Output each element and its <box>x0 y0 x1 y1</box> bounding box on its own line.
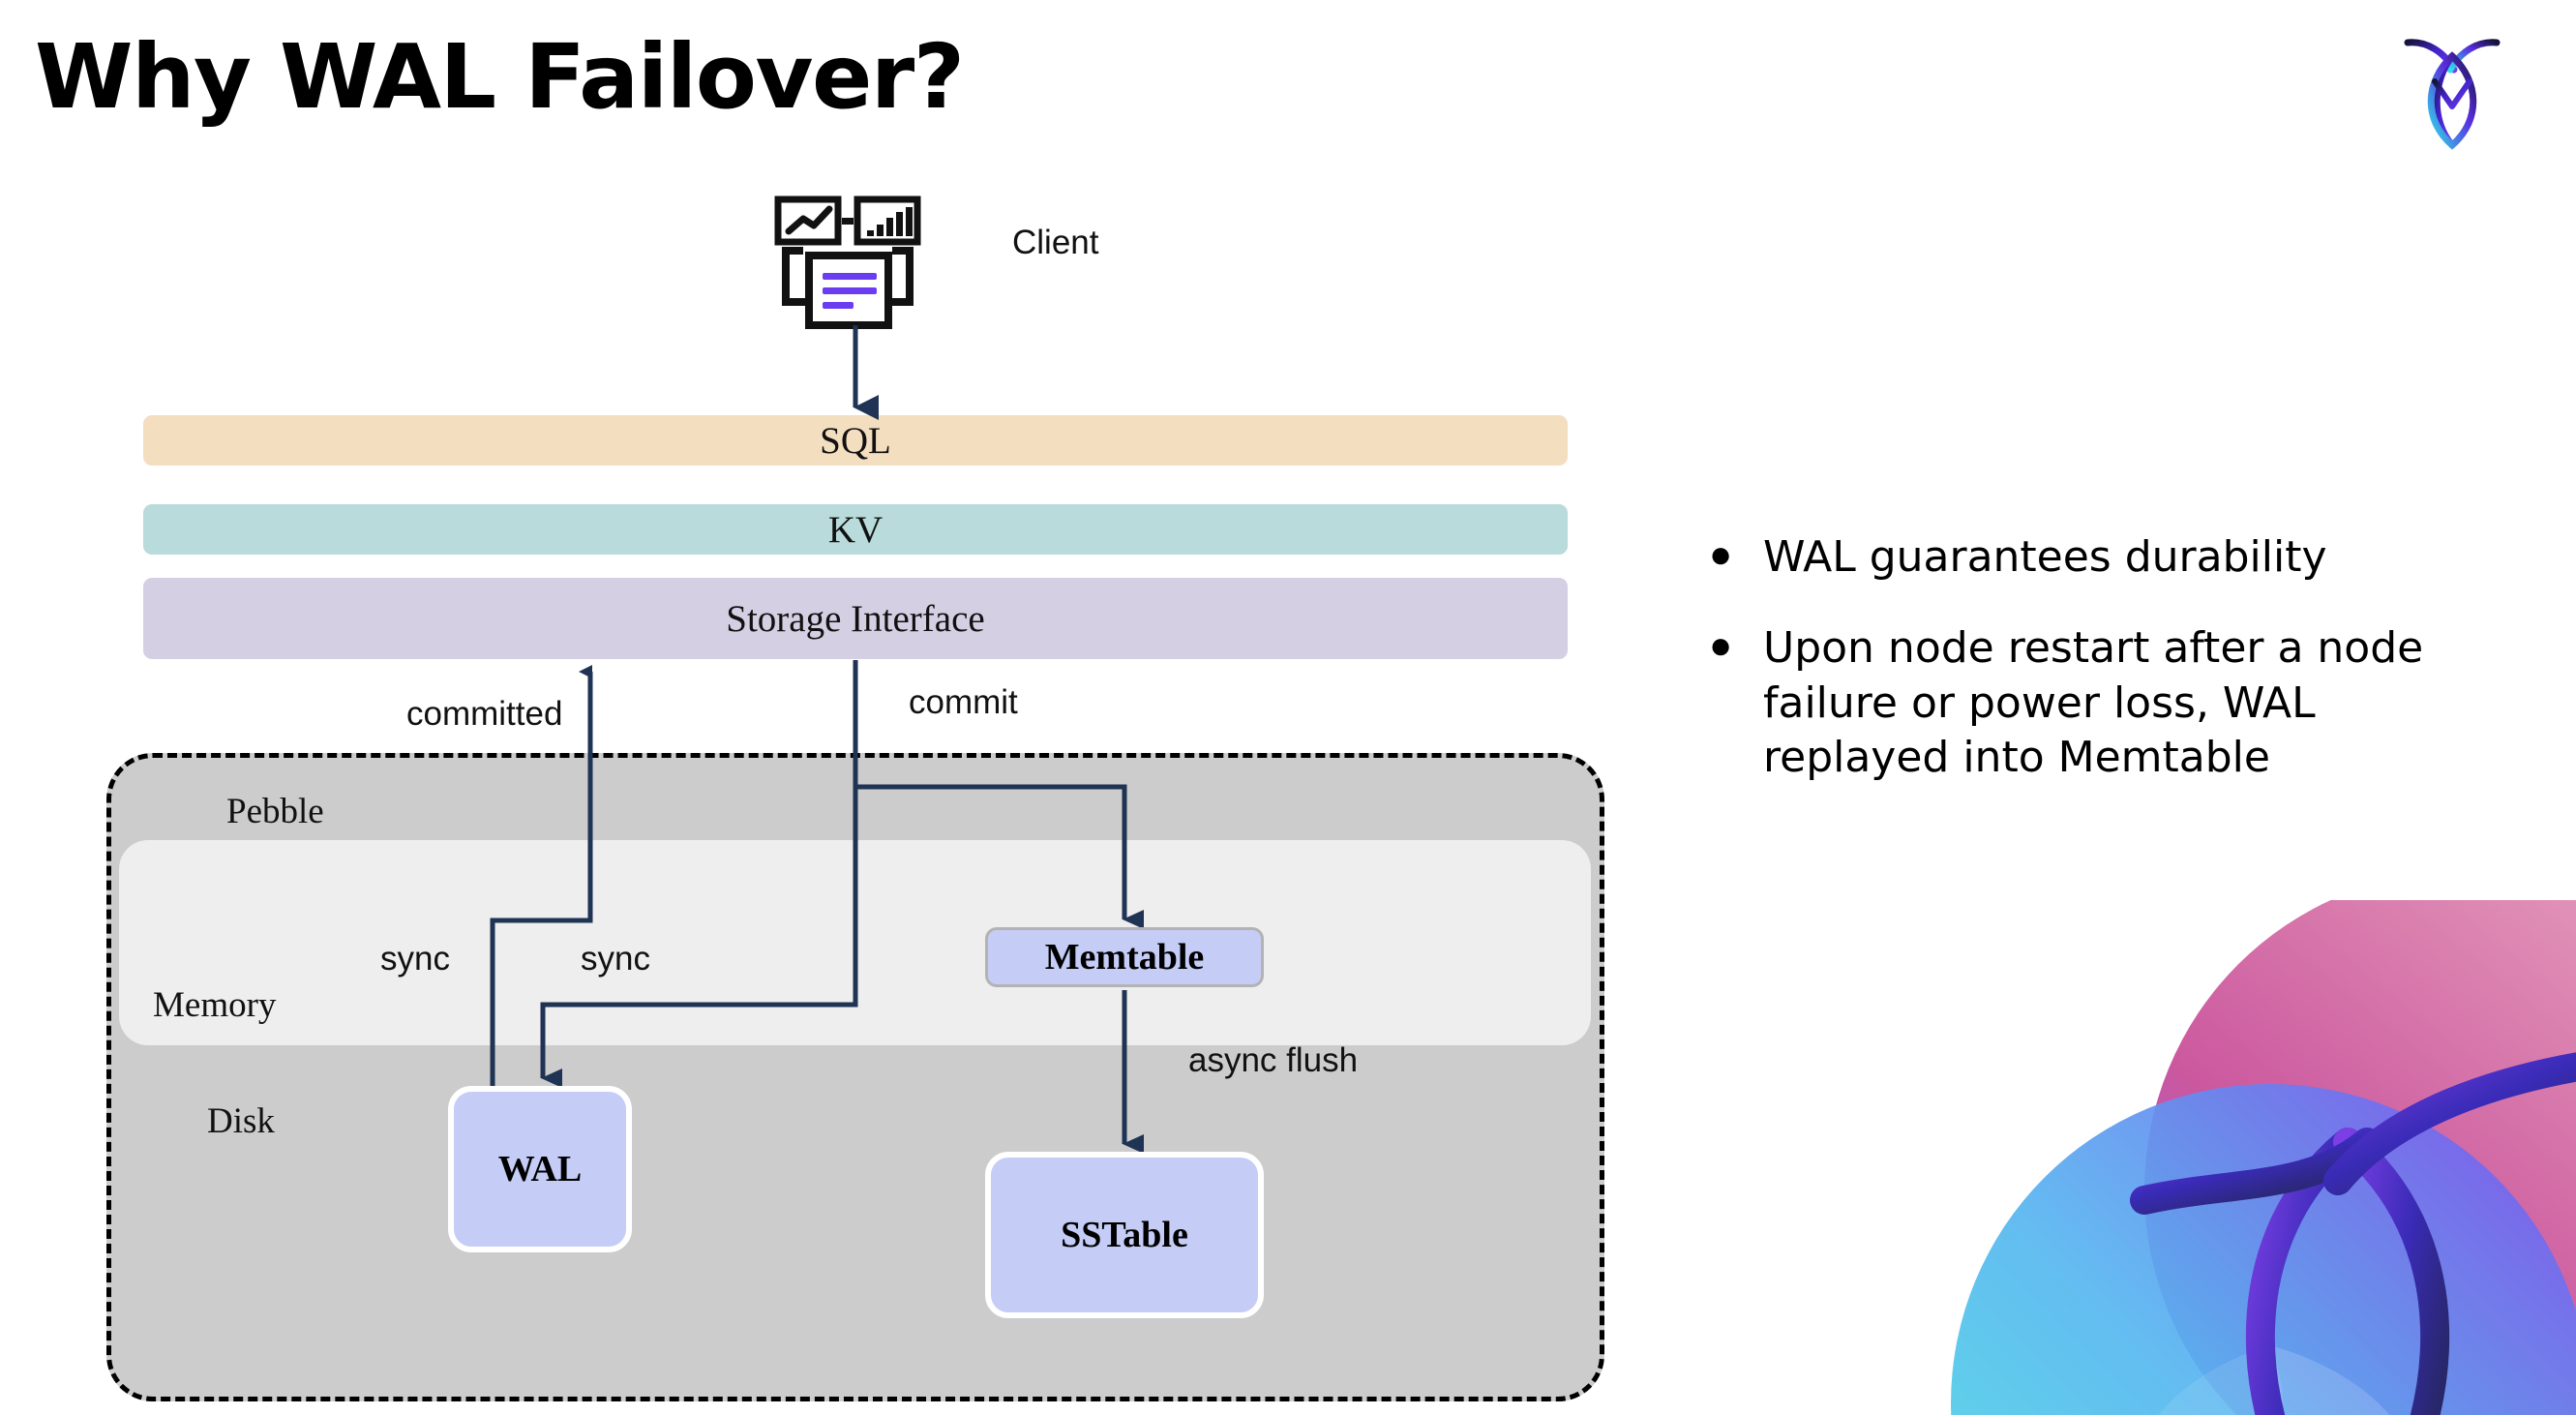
bullet-marker-icon: ● <box>1709 624 1733 668</box>
pebble-label: Pebble <box>226 792 324 831</box>
cockroachdb-watermark <box>1951 900 2576 1415</box>
edge-label-sync-right: sync <box>581 940 650 978</box>
page-title: Why WAL Failover? <box>35 25 965 129</box>
memory-label: Memory <box>153 985 277 1025</box>
edge-label-commit: commit <box>909 683 1018 721</box>
diagram-edges <box>490 325 1144 1154</box>
bullet-text: WAL guarantees durability <box>1763 532 2327 582</box>
layer-bar-storage-interface: Storage Interface <box>143 578 1568 659</box>
layer-bar-sql: SQL <box>143 415 1568 466</box>
list-item: ● WAL guarantees durability <box>1703 530 2555 585</box>
layer-label-kv: KV <box>827 508 884 551</box>
layer-label-sql: SQL <box>820 419 891 462</box>
bullet-text: Upon node restart after a node failure o… <box>1763 623 2424 782</box>
list-item: ● Upon node restart after a node failure… <box>1703 621 2555 785</box>
client-label: Client <box>1012 224 1099 261</box>
node-sstable: SSTable <box>985 1152 1264 1318</box>
client-dashboard-icon <box>774 196 939 341</box>
edge-label-sync-left: sync <box>380 940 450 978</box>
layer-bar-kv: KV <box>143 504 1568 555</box>
edge-label-committed: committed <box>406 695 563 733</box>
layer-label-storage-interface: Storage Interface <box>726 597 985 640</box>
edge-label-async-flush: async flush <box>1188 1041 1359 1079</box>
node-wal: WAL <box>448 1086 632 1252</box>
cockroachdb-logo <box>2398 27 2506 153</box>
bullet-list: ● WAL guarantees durability ● Upon node … <box>1703 530 2555 822</box>
disk-label: Disk <box>207 1101 275 1141</box>
node-memtable: Memtable <box>985 927 1264 987</box>
node-label-sstable: SSTable <box>1061 1215 1188 1255</box>
node-label-memtable: Memtable <box>1044 937 1205 978</box>
node-label-wal: WAL <box>497 1149 583 1189</box>
architecture-diagram: Client SQL KV Storage Interface Pebble M… <box>106 196 1604 1401</box>
bullet-marker-icon: ● <box>1709 533 1733 576</box>
